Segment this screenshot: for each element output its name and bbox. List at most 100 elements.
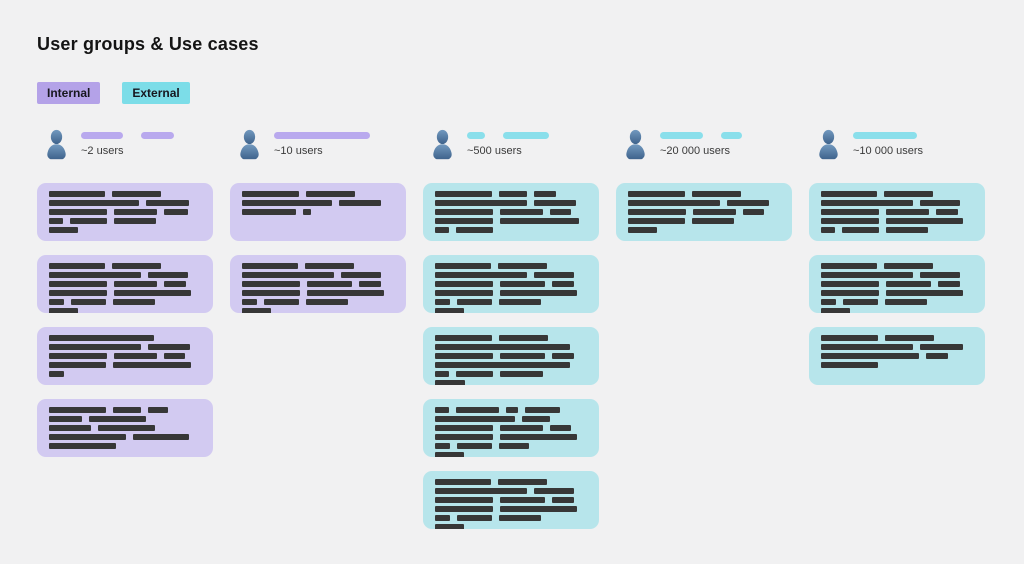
use-case-card <box>37 255 213 313</box>
redacted-text-line <box>242 299 394 305</box>
redacted-text-bar <box>49 200 139 206</box>
redacted-text-bar <box>692 191 741 197</box>
redacted-text-bar <box>49 281 107 287</box>
redacted-text-line <box>435 371 587 377</box>
redacted-text-bar <box>534 272 574 278</box>
redacted-text-bar <box>435 191 492 197</box>
redacted-text-bar <box>49 272 141 278</box>
redacted-group-name <box>81 132 174 139</box>
redacted-text-bar <box>821 263 877 269</box>
redacted-text-bar <box>242 308 271 313</box>
redacted-text-bar <box>306 299 348 305</box>
redacted-name-bar <box>660 132 703 139</box>
redacted-text-line <box>49 200 201 206</box>
redacted-text-bar <box>71 299 106 305</box>
redacted-text-bar <box>886 290 963 296</box>
users-count-label: ~2 users <box>81 145 124 157</box>
redacted-text-bar <box>435 524 464 529</box>
redacted-text-bar <box>114 281 157 287</box>
redacted-text-bar <box>821 272 913 278</box>
users-count-label: ~500 users <box>467 145 522 157</box>
redacted-text-bar <box>500 218 579 224</box>
redacted-text-bar <box>435 515 450 521</box>
redacted-text-line <box>49 416 201 422</box>
redacted-text-bar <box>821 290 879 296</box>
redacted-text-bar <box>743 209 764 215</box>
redacted-text-bar <box>435 488 527 494</box>
redacted-text-bar <box>242 209 296 215</box>
redacted-text-bar <box>435 497 493 503</box>
redacted-text-bar <box>435 479 491 485</box>
redacted-text-line <box>49 263 201 269</box>
redacted-text-bar <box>628 209 686 215</box>
redacted-text-bar <box>49 344 141 350</box>
redacted-text-bar <box>457 443 492 449</box>
redacted-text-line <box>821 344 973 350</box>
redacted-text-bar <box>70 218 107 224</box>
redacted-text-bar <box>821 227 835 233</box>
redacted-text-bar <box>435 353 493 359</box>
use-case-card <box>37 399 213 457</box>
redacted-text-bar <box>113 407 141 413</box>
use-case-card <box>809 327 985 385</box>
redacted-text-bar <box>49 290 107 296</box>
redacted-text-bar <box>114 209 157 215</box>
redacted-text-bar <box>727 200 769 206</box>
redacted-text-bar <box>920 200 960 206</box>
redacted-name-bar <box>721 132 742 139</box>
redacted-text-bar <box>49 191 105 197</box>
legend-internal-badge: Internal <box>37 82 101 104</box>
redacted-text-bar <box>133 434 189 440</box>
redacted-text-bar <box>49 308 78 313</box>
user-group-header-text: ~500 users <box>467 129 549 157</box>
redacted-text-bar <box>456 371 493 377</box>
redacted-text-line <box>821 200 973 206</box>
redacted-text-bar <box>498 263 547 269</box>
user-group-header-text: ~2 users <box>81 129 174 157</box>
user-group-columns: ~2 users ~10 users ~500 users ~20 000 users… <box>37 129 985 543</box>
redacted-name-bar <box>467 132 485 139</box>
use-case-card <box>230 183 406 241</box>
redacted-group-name <box>660 132 742 139</box>
use-case-card <box>37 327 213 385</box>
redacted-text-line <box>435 425 587 431</box>
user-icon <box>431 129 454 160</box>
redacted-text-bar <box>164 281 186 287</box>
redacted-text-line <box>435 452 587 457</box>
redacted-text-bar <box>435 443 450 449</box>
redacted-text-bar <box>842 227 879 233</box>
redacted-text-line <box>628 218 780 224</box>
redacted-text-line <box>242 200 394 206</box>
redacted-text-bar <box>49 416 82 422</box>
redacted-text-bar <box>242 191 299 197</box>
redacted-text-bar <box>885 299 927 305</box>
redacted-text-bar <box>341 272 381 278</box>
redacted-text-bar <box>113 362 191 368</box>
redacted-text-line <box>821 335 973 341</box>
redacted-text-line <box>242 191 394 197</box>
redacted-text-bar <box>884 191 933 197</box>
users-count-label: ~10 000 users <box>853 145 924 157</box>
redacted-text-bar <box>435 416 515 422</box>
redacted-text-bar <box>506 407 518 413</box>
legend: Internal External <box>37 82 190 104</box>
redacted-text-bar <box>242 272 334 278</box>
redacted-text-bar <box>146 200 189 206</box>
redacted-text-line <box>435 416 587 422</box>
redacted-text-bar <box>525 407 560 413</box>
redacted-text-bar <box>49 371 64 377</box>
redacted-text-bar <box>499 191 527 197</box>
redacted-text-line <box>821 218 973 224</box>
redacted-text-line <box>49 227 201 233</box>
redacted-text-bar <box>49 209 107 215</box>
user-icon <box>45 129 68 160</box>
redacted-text-bar <box>339 200 381 206</box>
redacted-text-bar <box>303 209 311 215</box>
redacted-text-bar <box>435 299 450 305</box>
use-case-card <box>809 255 985 313</box>
user-group-header: ~20 000 users <box>616 129 792 161</box>
redacted-text-bar <box>821 353 919 359</box>
redacted-text-bar <box>885 335 934 341</box>
redacted-text-bar <box>499 299 541 305</box>
user-group-header: ~10 users <box>230 129 406 161</box>
